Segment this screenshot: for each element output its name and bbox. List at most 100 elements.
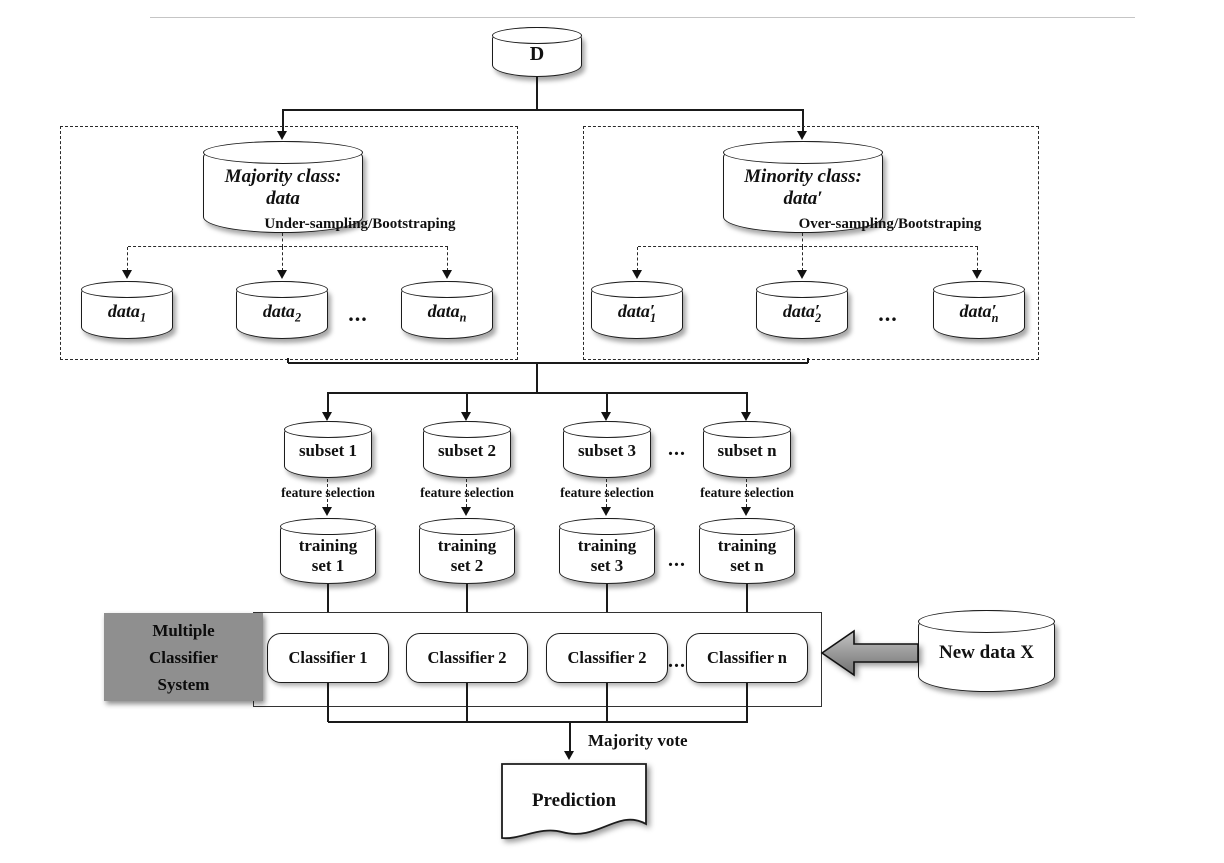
connector-line [746,584,748,624]
arrowhead [741,507,751,516]
db-training-2-l1: training [437,536,497,555]
dashed-line [282,233,283,247]
db-training-3-l2: set 3 [590,555,624,575]
mcs-title-line1: Multiple [152,621,215,640]
db-data-prime-n: data′n [933,281,1025,339]
arrowhead [601,507,611,516]
db-data-2-label: data [262,301,295,321]
classifier-2-box: Classifier 2 [406,633,528,683]
mcs-title-box: Multiple Classifier System [104,613,263,701]
db-data-n: datan [401,281,493,339]
connector-line [746,683,748,722]
connector-line [606,683,608,722]
dashed-line [327,479,328,507]
arrowhead [322,412,332,421]
db-data-prime-2-label: data [782,301,815,321]
db-data-prime-2: data′2 [756,281,848,339]
label-feature-selection-4: feature selection [700,485,794,500]
connector-line [746,392,748,413]
connector-line [466,392,468,413]
dashed-line [802,247,803,271]
prediction-label: Prediction [531,790,617,811]
dashed-line [127,247,128,271]
ellipsis-minority: ... [878,301,898,326]
arrowhead [797,131,807,140]
dashed-line [637,247,638,271]
db-data-n-label: data [427,301,460,321]
arrowhead [564,751,574,760]
connector-line [282,109,284,132]
connector-line [466,683,468,722]
connector-line [802,109,804,132]
label-majority-vote: Majority vote [588,731,688,750]
connector-line [288,362,808,364]
connector-line [283,109,804,111]
db-new-data-x: New data X [918,610,1055,692]
db-training-3-l1: training [577,536,637,555]
db-data-1-label: data [107,301,140,321]
db-subset-3: subset 3 [563,421,651,478]
dashed-line [746,479,747,507]
db-training-n-l1: training [717,536,777,555]
dashed-group-minority [583,126,1039,360]
connector-line [327,683,329,722]
db-training-1-l2: set 1 [311,555,345,575]
db-subset-n-label: subset n [717,441,777,460]
ellipsis-subsets: ... [668,438,686,460]
db-minority-line2: data′ [783,188,823,209]
db-subset-1-label: subset 1 [298,441,358,460]
db-training-set-3: training set 3 [559,518,655,584]
connector-line [536,76,538,110]
classifier-1-box: Classifier 1 [267,633,389,683]
arrowhead [442,270,452,279]
arrowhead [277,131,287,140]
connector-line [466,584,468,624]
db-subset-3-label: subset 3 [577,441,637,460]
db-data-prime-n-label: data [959,301,992,321]
dashed-line [282,247,283,271]
label-over-sampling: Over-sampling/Bootstraping [798,216,982,232]
db-new-data-x-label: New data X [939,642,1034,663]
mcs-title-line2: Classifier [149,648,218,667]
ellipsis-majority: ... [348,301,368,326]
prediction-document [501,763,647,840]
db-root-d: D [492,27,582,77]
db-data-prime-1-label: data [617,301,650,321]
new-data-arrow-icon [820,629,919,677]
arrowhead [461,412,471,421]
db-subset-1: subset 1 [284,421,372,478]
db-training-2-l2: set 2 [450,555,484,575]
db-training-1-l1: training [298,536,358,555]
label-feature-selection-3: feature selection [560,485,654,500]
dashed-line [638,246,978,247]
db-training-n-l2: set n [730,555,764,575]
arrowhead [122,270,132,279]
dashed-line [977,247,978,271]
db-majority-line2: data [266,188,300,209]
arrowhead [797,270,807,279]
db-minority-class: Minority class: data′ [723,141,883,233]
arrowhead [601,412,611,421]
dashed-line [447,247,448,271]
classifier-3-box: Classifier 2 [546,633,668,683]
arrowhead [632,270,642,279]
arrowhead [972,270,982,279]
dashed-group-majority [60,126,518,360]
db-training-set-1: training set 1 [280,518,376,584]
db-subset-n: subset n [703,421,791,478]
connector-line [327,584,329,624]
dashed-line [802,233,803,247]
arrowhead [322,507,332,516]
connector-line [606,584,608,624]
label-feature-selection-2: feature selection [420,485,514,500]
db-subset-2-label: subset 2 [437,441,497,460]
frame-top-line [150,17,1135,18]
db-data-prime-1: data′1 [591,281,683,339]
arrowhead [741,412,751,421]
label-feature-selection-1: feature selection [281,485,375,500]
db-training-set-2: training set 2 [419,518,515,584]
dashed-line [606,479,607,507]
db-subset-2: subset 2 [423,421,511,478]
dashed-line [466,479,467,507]
connector-line [807,358,809,363]
